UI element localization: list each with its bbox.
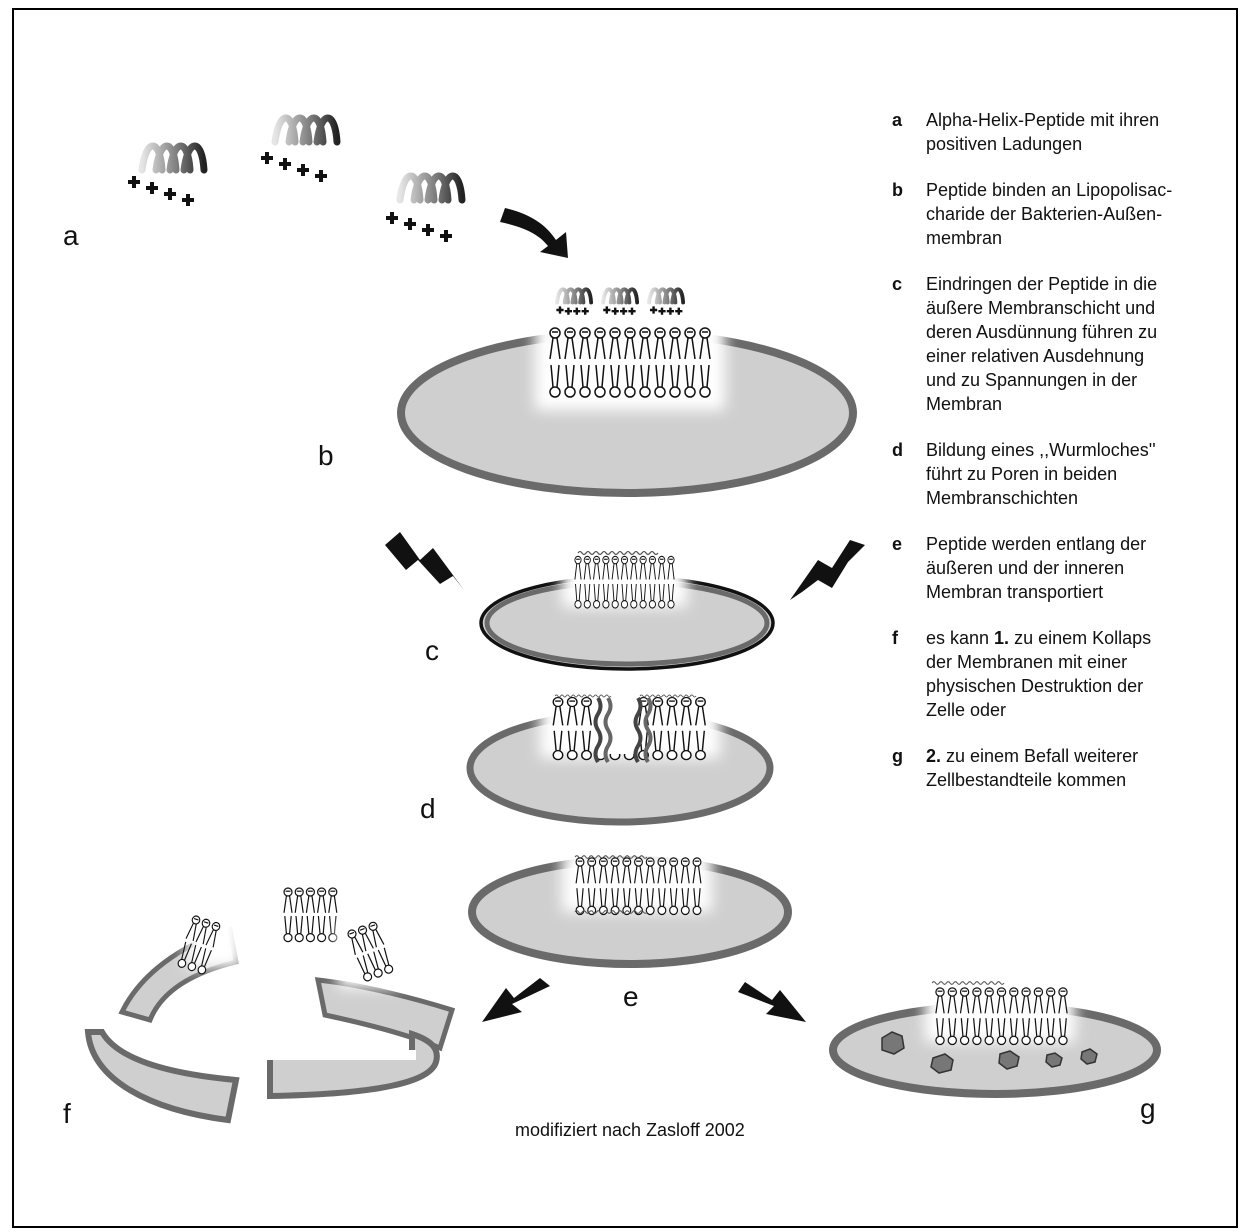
legend-item-a: a Alpha-Helix-Peptide mit ihren positive… <box>890 108 1225 156</box>
legend-line: Bildung eines ,,Wurmloches'' <box>926 440 1156 460</box>
legend-key: g <box>892 746 903 766</box>
curved-arrow-icon <box>500 208 568 258</box>
legend-key: d <box>892 440 903 460</box>
stage-label-d: d <box>420 793 436 824</box>
legend-key: f <box>892 628 898 648</box>
legend-key: b <box>892 180 903 200</box>
legend-line: 2. zu einem Befall weiterer <box>926 744 1225 768</box>
legend-item-c: c Eindringen der Peptide in die äußere M… <box>890 272 1225 416</box>
legend-text: es kann <box>926 628 995 648</box>
legend-line: es kann 1. zu einem Kollaps <box>926 626 1225 650</box>
legend-key: a <box>892 110 903 130</box>
helix-peptide-2 <box>259 118 337 184</box>
legend-line: führt zu Poren in beiden <box>926 464 1118 484</box>
legend: a Alpha-Helix-Peptide mit ihren positive… <box>890 108 1225 792</box>
legend-line: Membranschichten <box>926 488 1079 508</box>
legend-line: äußeren und der inneren <box>926 558 1125 578</box>
legend-item-d: d Bildung eines ,,Wurmloches'' führt zu … <box>890 438 1225 510</box>
lightning-bolt-icon <box>790 540 865 600</box>
stage-label-a: a <box>63 220 79 251</box>
legend-line: und zu Spannungen in der <box>926 370 1138 390</box>
stage-label-g: g <box>1140 1093 1156 1124</box>
down-right-arrow-icon <box>738 982 806 1022</box>
legend-text: zu einem Kollaps <box>1009 628 1152 648</box>
stage-label-f: f <box>63 1098 71 1129</box>
legend-number: 2. <box>926 746 942 766</box>
legend-line: Zellbestandteile kommen <box>926 770 1127 790</box>
legend-item-g: g 2. zu einem Befall weiterer Zellbestan… <box>890 744 1225 792</box>
legend-item-e: e Peptide werden entlang der äußeren und… <box>890 532 1225 604</box>
figure-frame <box>12 8 1238 1228</box>
down-left-arrow-icon <box>482 978 550 1022</box>
source-caption: modifiziert nach Zasloff 2002 <box>515 1120 745 1140</box>
legend-line: der Membranen mit einer <box>926 652 1128 672</box>
internal-components-g <box>881 1031 1098 1074</box>
legend-key: e <box>892 534 903 554</box>
legend-line: Peptide binden an Lipopolisac- <box>926 180 1173 200</box>
legend-line: charide der Bakterien-Außen- <box>926 204 1163 224</box>
stage-label-c: c <box>425 635 439 666</box>
helix-peptide-1 <box>126 146 204 208</box>
legend-line: äußere Membranschicht und <box>926 298 1156 318</box>
legend-line: Alpha-Helix-Peptide mit ihren <box>926 110 1160 130</box>
legend-line: positiven Ladungen <box>926 134 1083 154</box>
legend-line: Eindringen der Peptide in die <box>926 274 1158 294</box>
collapsed-cell-f <box>84 880 456 1124</box>
legend-line: Peptide werden entlang der <box>926 534 1147 554</box>
legend-line: deren Ausdünnung führen zu <box>926 322 1158 342</box>
legend-line: physischen Destruktion der <box>926 676 1144 696</box>
lightning-bolt-icon <box>385 532 464 590</box>
stage-label-b: b <box>318 440 334 471</box>
stage-label-e: e <box>623 981 639 1012</box>
legend-line: membran <box>926 228 1003 248</box>
legend-item-b: b Peptide binden an Lipopolisac- charide… <box>890 178 1225 250</box>
helix-peptide-3 <box>384 176 462 244</box>
legend-line: Membran <box>926 394 1003 414</box>
legend-item-f: f es kann 1. zu einem Kollaps der Membra… <box>890 626 1225 722</box>
legend-line: einer relativen Ausdehnung <box>926 346 1145 366</box>
wormhole-pore-d <box>553 694 705 764</box>
legend-number: 1. <box>994 628 1010 648</box>
legend-line: Membran transportiert <box>926 582 1104 602</box>
legend-text: zu einem Befall weiterer <box>941 746 1139 766</box>
legend-key: c <box>892 274 903 294</box>
legend-line: Zelle oder <box>926 700 1007 720</box>
